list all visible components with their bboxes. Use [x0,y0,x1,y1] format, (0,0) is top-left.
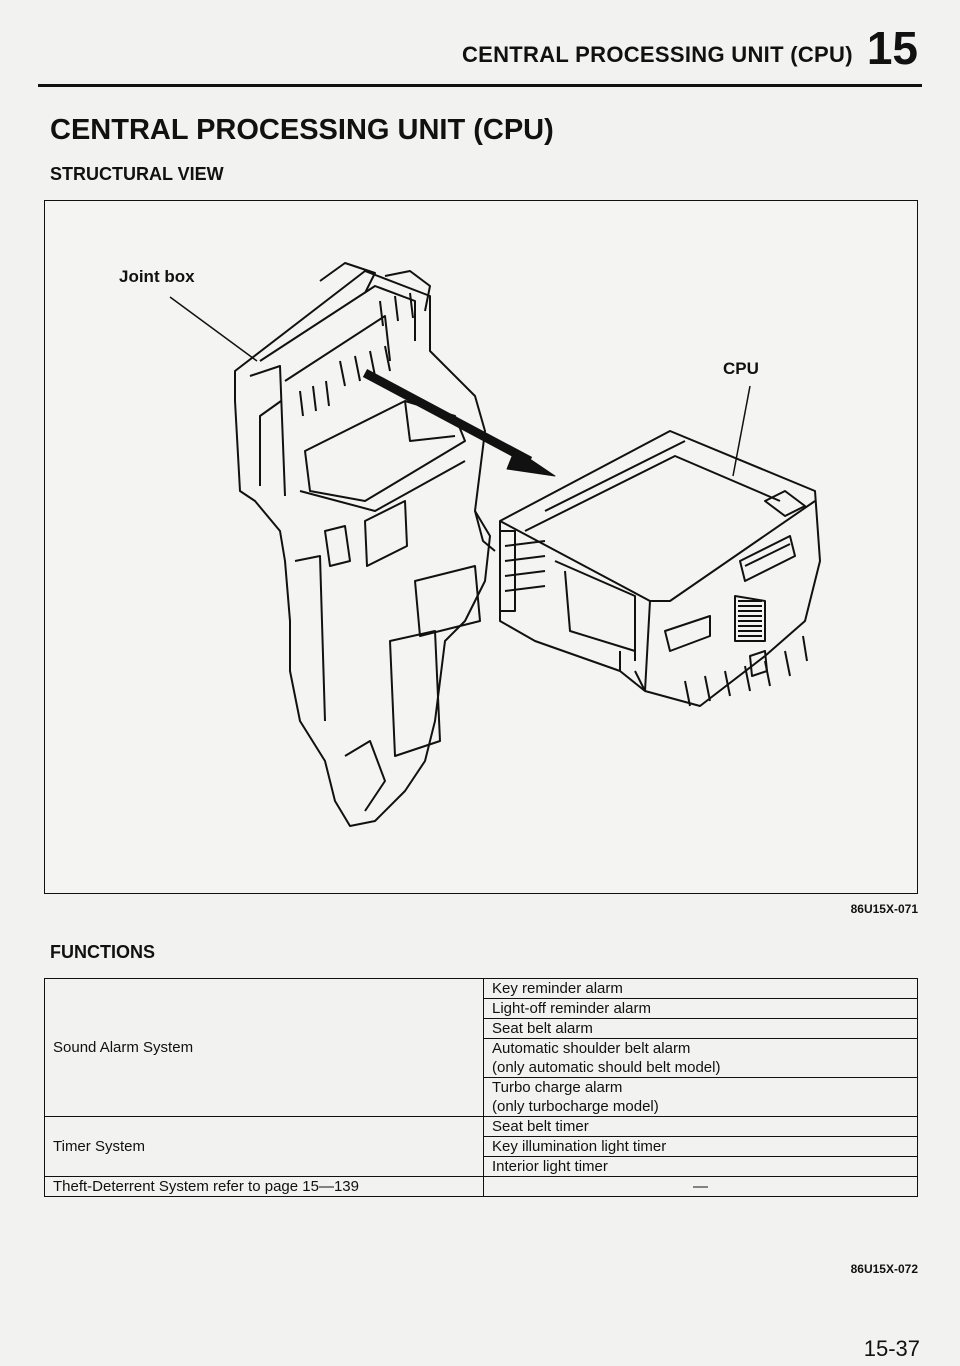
table-cell-item: Seat belt timer [483,1116,918,1137]
table-cell-item: Seat belt alarm [483,1018,918,1039]
table-code: 86U15X-072 [850,1262,918,1276]
table-cell-item: (only automatic should belt model) [483,1058,918,1078]
structural-view-figure: Joint box CPU [44,200,918,894]
header-rule [38,84,922,87]
joint-box-leader-line [169,296,258,362]
page-number: 15-37 [863,1336,920,1361]
functions-table: Sound Alarm System Key reminder alarm Li… [44,978,918,1197]
table-row: Theft-Deterrent System refer to page 15—… [44,1176,918,1197]
header-title: CENTRAL PROCESSING UNIT (CPU) [461,42,853,67]
table-row: Timer System Seat belt timer [44,1116,918,1177]
cpu-label: CPU [723,359,759,378]
table-cell-item: Light-off reminder alarm [483,998,918,1019]
table-row: Sound Alarm System Key reminder alarm [44,978,918,1117]
table-cell-item: Interior light timer [483,1156,918,1177]
joint-box-drawing [234,262,496,827]
running-header: CENTRAL PROCESSING UNIT (CPU) 15 [461,22,918,74]
page-title: CENTRAL PROCESSING UNIT (CPU) [50,114,554,146]
joint-box-cpu-illustration [169,262,821,827]
figure-code: 86U15X-071 [850,902,918,916]
insertion-arrow [362,369,556,477]
table-row: Automatic shoulder belt alarm [45,1038,918,1058]
table-cell-item: Key reminder alarm [483,978,918,999]
section-heading-functions: FUNCTIONS [50,942,155,962]
table-cell-item: (only turbocharge model) [483,1097,918,1117]
cpu-leader-line [732,385,751,477]
joint-box-label: Joint box [119,267,195,286]
table-cell-item: Key illumination light timer [483,1136,918,1157]
table-row: Turbo charge alarm [45,1077,918,1097]
table-cell-item: Automatic shoulder belt alarm [483,1038,918,1058]
table-cell-group: Sound Alarm System [44,978,484,1117]
table-row: Seat belt alarm [45,1018,918,1039]
table-cell-group: Timer System [44,1116,484,1177]
section-heading-structural-view: STRUCTURAL VIEW [50,164,224,184]
table-cell-item: — [483,1176,918,1197]
chapter-number: 15 [866,22,918,74]
table-cell-item: Turbo charge alarm [483,1077,918,1097]
cpu-drawing [499,430,821,707]
table-cell-group: Theft-Deterrent System refer to page 15—… [44,1176,484,1197]
table-row: (only automatic should belt model) [45,1058,918,1078]
table-row: Key illumination light timer [45,1136,918,1157]
